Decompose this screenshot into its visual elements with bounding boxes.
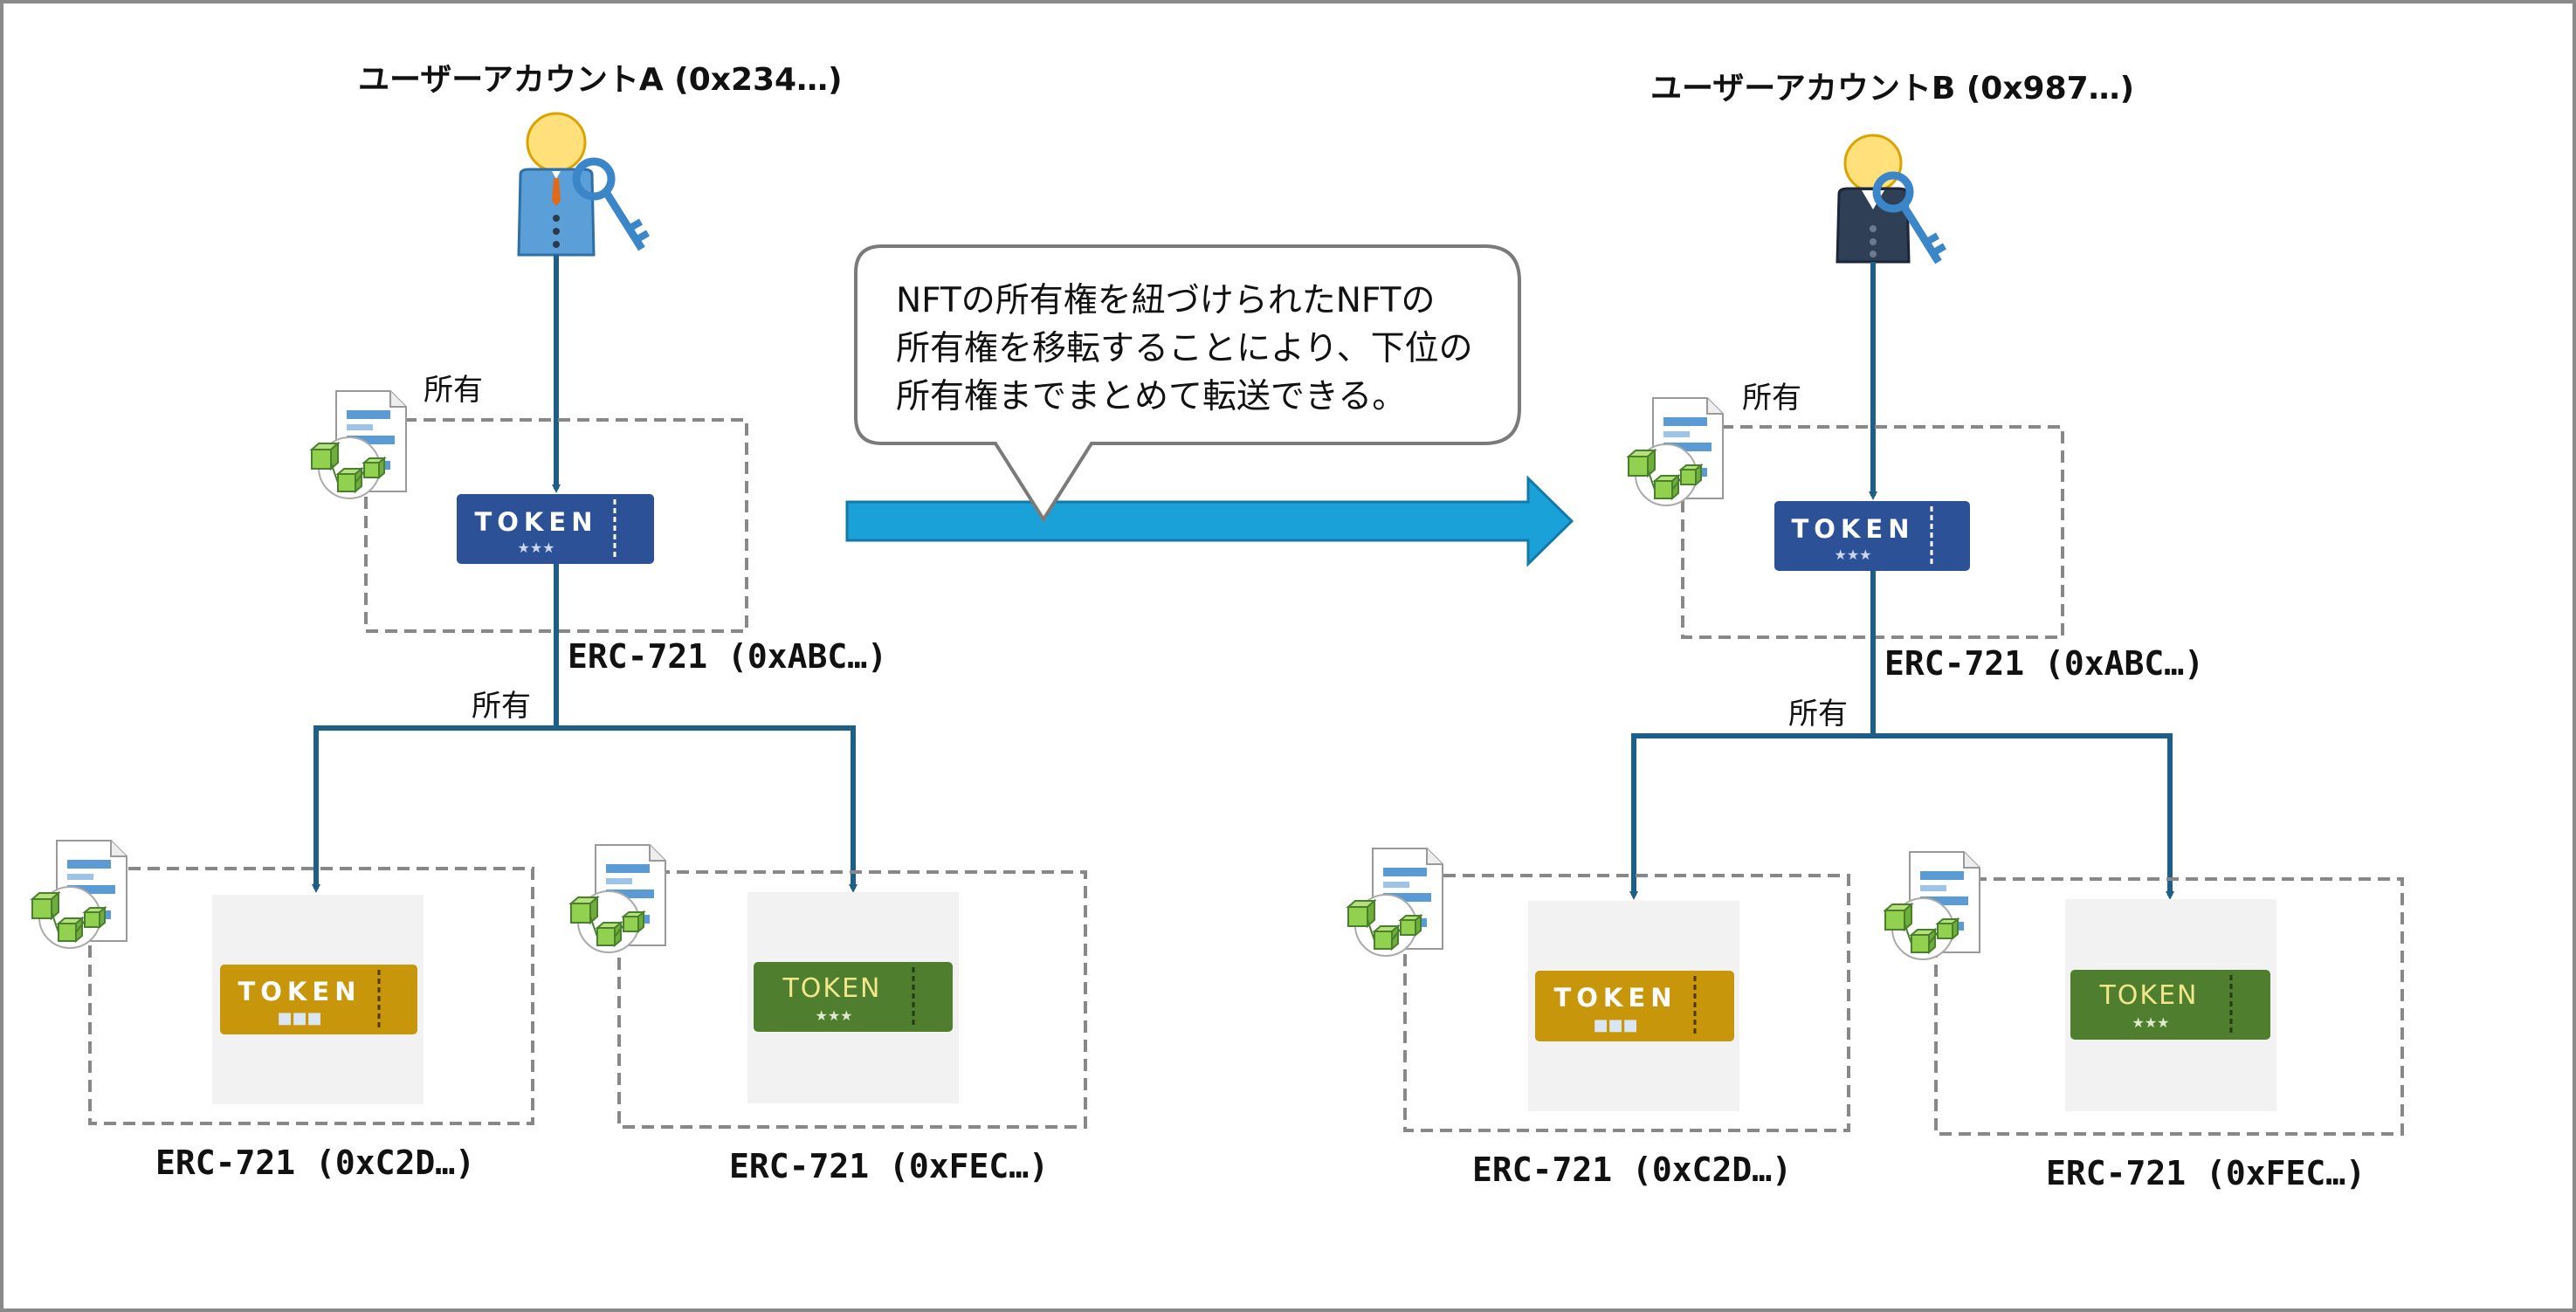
contract-child1-a: ERC-721 (0xC2D…)	[155, 1144, 475, 1182]
token-text: TOKEN	[1792, 514, 1915, 544]
token-green-b: TOKEN ★★★	[2070, 970, 2270, 1040]
contract-parent-a: ERC-721 (0xABC…)	[568, 637, 887, 676]
document-icon	[1628, 397, 1724, 506]
token-stars: ★★★	[1834, 546, 1871, 563]
child-nft-box-a1	[88, 867, 534, 1125]
contract-child2-b: ERC-721 (0xFEC…)	[2046, 1154, 2366, 1192]
key-icon	[1872, 171, 1946, 264]
owned-label: 所有	[1788, 697, 1848, 732]
user-icon	[1836, 134, 1911, 264]
token-stars: ★★★	[517, 539, 554, 556]
token-blue-b: TOKEN ★★★	[1774, 501, 1970, 571]
callout-line: 所有権を移転することにより、下位の	[896, 329, 1473, 368]
token-text: TOKEN	[238, 977, 362, 1006]
contract-child2-a: ERC-721 (0xFEC…)	[729, 1147, 1049, 1185]
branch-connectors-a	[312, 564, 858, 893]
child-nft-box-a2	[617, 870, 1087, 1129]
token-squares: ■■■	[277, 1009, 321, 1027]
token-gold-b: TOKEN ■■■	[1535, 971, 1734, 1041]
child-nft-box-b1	[1403, 874, 1850, 1132]
callout-line: NFTの所有権を紐づけられたNFTの	[896, 281, 1436, 320]
parent-nft-box-a	[364, 418, 748, 633]
document-icon	[311, 390, 407, 499]
owned-label: 所有	[1742, 381, 1801, 416]
user-icon	[517, 112, 596, 257]
document-icon	[1884, 851, 1980, 960]
token-stars: ★★★	[2132, 1014, 2169, 1031]
document-icon	[570, 844, 666, 953]
token-text: TOKEN	[2098, 980, 2198, 1011]
callout-line: 所有権までまとめて転送できる。	[896, 377, 1406, 416]
token-text: TOKEN	[782, 973, 881, 1004]
document-icon	[1347, 848, 1443, 957]
child-nft-box-b2	[1934, 877, 2404, 1136]
token-gold-a: TOKEN ■■■	[220, 965, 417, 1034]
branch-connectors-b	[1629, 571, 2174, 900]
token-text: TOKEN	[1554, 983, 1677, 1013]
token-blue-a: TOKEN ★★★	[457, 494, 654, 564]
user-a-label: ユーザーアカウントA (0x234…)	[358, 62, 843, 98]
key-icon	[572, 157, 650, 251]
token-text: TOKEN	[475, 507, 598, 537]
document-icon	[31, 840, 127, 949]
callout-bubble	[854, 244, 1521, 523]
arrow-right-icon	[845, 475, 1574, 567]
callout-text: NFTの所有権を紐づけられたNFTの 所有権を移転することにより、下位の 所有権…	[896, 281, 1484, 416]
owned-label: 所有	[424, 373, 483, 408]
user-b-label: ユーザーアカウントB (0x987…)	[1650, 71, 2134, 106]
token-stars: ★★★	[815, 1007, 852, 1024]
token-green-a: TOKEN ★★★	[754, 962, 953, 1032]
token-squares: ■■■	[1593, 1016, 1637, 1034]
contract-parent-b: ERC-721 (0xABC…)	[1884, 644, 2204, 683]
contract-child1-b: ERC-721 (0xC2D…)	[1472, 1151, 1792, 1189]
owned-label: 所有	[472, 689, 531, 724]
